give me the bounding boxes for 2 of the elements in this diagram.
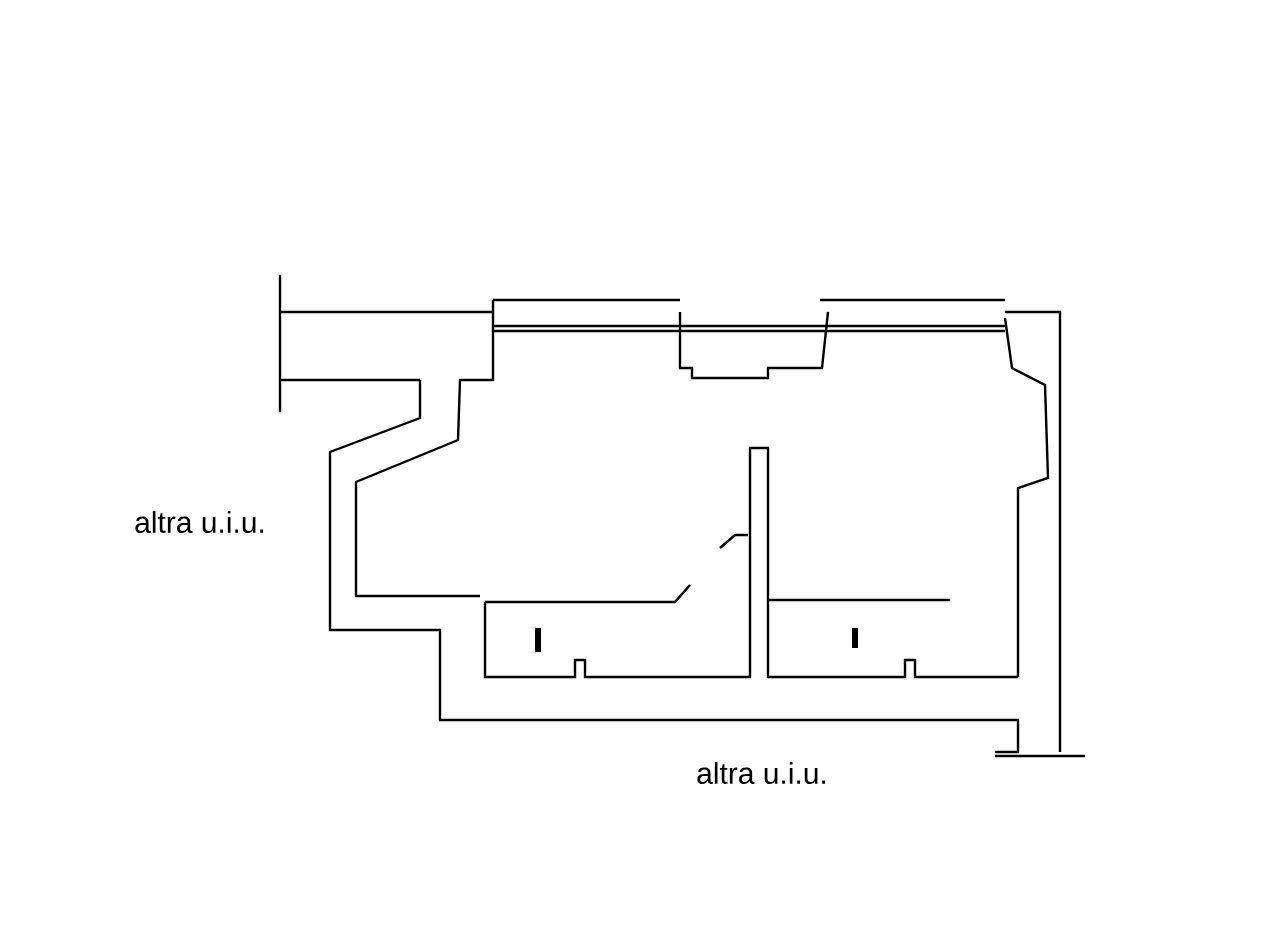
area-label: altra u.i.u.	[135, 511, 264, 533]
area-label: altra u.i.u.	[697, 762, 826, 784]
